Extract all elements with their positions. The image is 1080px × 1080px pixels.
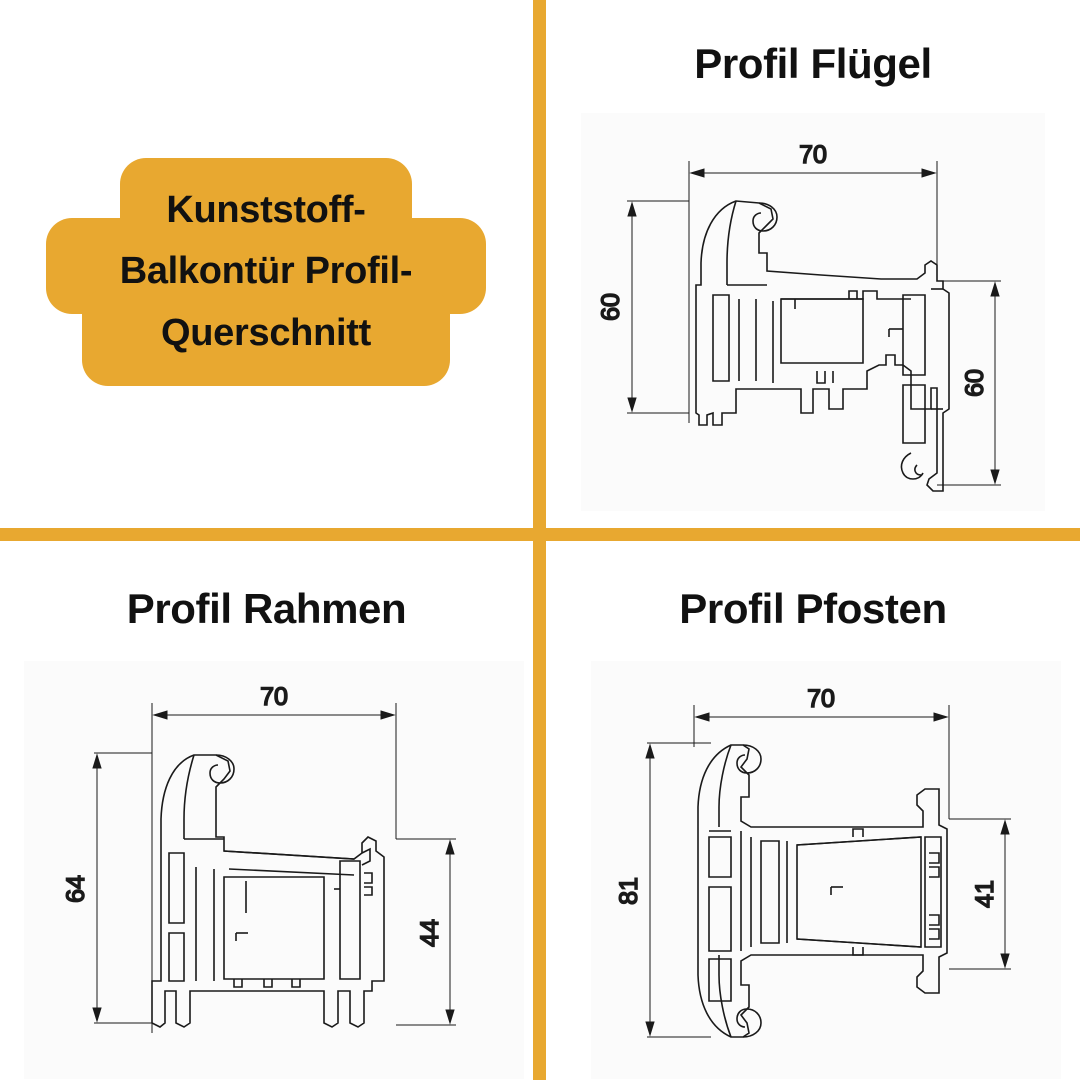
dim-label-height-left: 81 — [615, 877, 643, 905]
badge-line-2: Balkontür Profil- — [119, 250, 413, 293]
dim-label-height-right: 60 — [961, 369, 989, 397]
panel-profil-rahmen: Profil Rahmen — [0, 541, 533, 1080]
dim-label-width: 70 — [260, 683, 288, 711]
dim-label-width: 70 — [807, 685, 835, 713]
profile-outline-fluegel — [695, 200, 950, 492]
panel-title-pfosten: Profil Pfosten — [679, 585, 947, 632]
badge-line-1: Kunststoff- — [166, 188, 366, 231]
dim-label-height-left: 64 — [62, 875, 90, 903]
profile-outline-pfosten — [697, 744, 948, 1038]
drawing-profil-fluegel: 70 60 60 — [581, 113, 1045, 511]
title-badge: Kunststoff- Balkontür Profil- Querschnit… — [46, 158, 486, 386]
panel-title-badge: Kunststoff- Balkontür Profil- Querschnit… — [0, 0, 533, 528]
divider-horizontal — [0, 528, 1080, 541]
panel-profil-fluegel: Profil Flügel — [546, 0, 1080, 528]
badge-line-3: Querschnitt — [161, 311, 371, 354]
panel-title-rahmen: Profil Rahmen — [126, 585, 407, 632]
badge-lobe-bottom — [82, 288, 450, 386]
dim-label-height-left: 60 — [597, 293, 625, 321]
dim-label-width: 70 — [799, 141, 827, 169]
panel-profil-pfosten: Profil Pfosten — [546, 541, 1080, 1080]
profile-outline-rahmen — [151, 754, 385, 1028]
dim-label-height-right: 41 — [971, 880, 999, 908]
panel-title-fluegel: Profil Flügel — [694, 40, 932, 87]
drawing-profil-rahmen: 70 64 44 — [24, 661, 524, 1079]
dim-label-height-right: 44 — [416, 919, 444, 947]
drawing-profil-pfosten: 70 81 41 — [591, 661, 1061, 1079]
badge-text: Kunststoff- Balkontür Profil- Querschnit… — [46, 158, 486, 386]
badge-shape — [46, 158, 486, 386]
